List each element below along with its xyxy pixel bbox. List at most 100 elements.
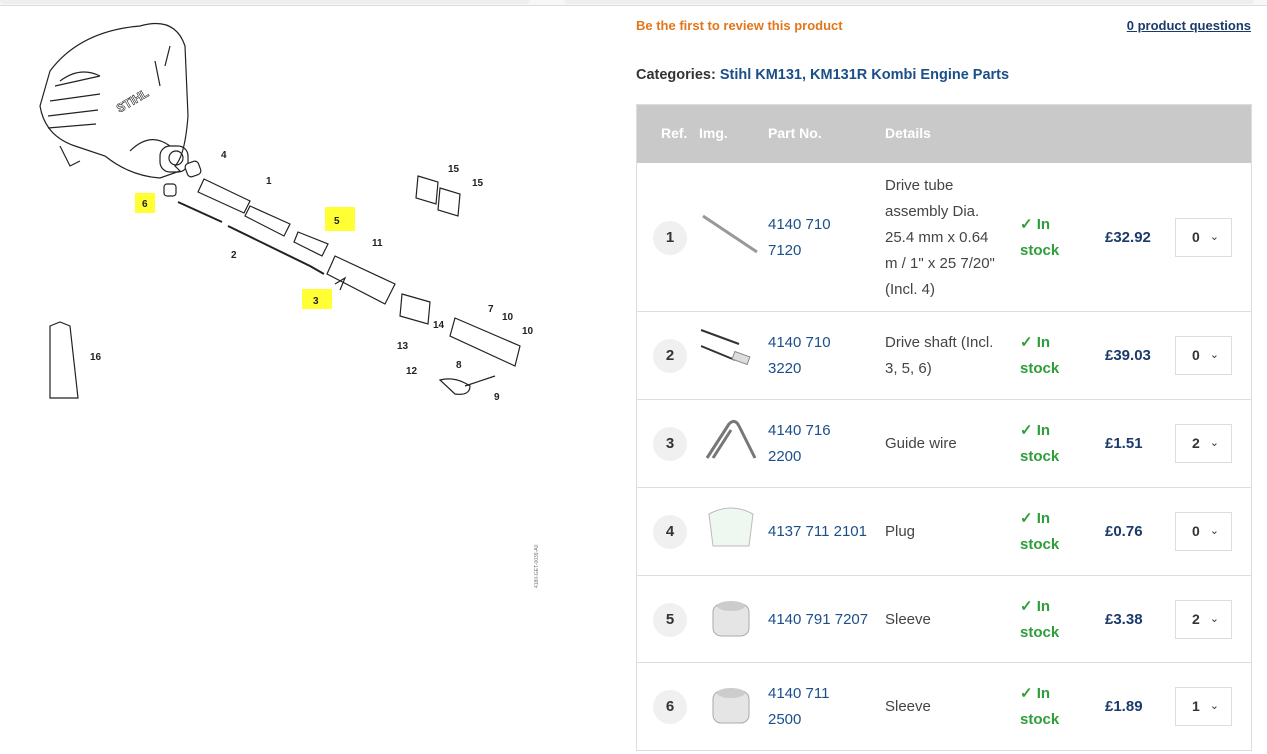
part-details: Guide wire bbox=[885, 431, 1015, 457]
svg-text:4: 4 bbox=[221, 150, 227, 161]
stock-line: stock bbox=[1020, 711, 1060, 728]
part-number-line: 4140 711 bbox=[768, 685, 830, 702]
svg-text:14: 14 bbox=[433, 320, 445, 331]
part-number-link[interactable]: 4137 711 2101 bbox=[768, 519, 878, 545]
part-details: Sleeve bbox=[885, 694, 1015, 720]
svg-text:10: 10 bbox=[522, 326, 534, 337]
category-link[interactable]: Stihl KM131, KM131R Kombi Engine Parts bbox=[719, 67, 1010, 83]
price: £3.38 bbox=[1105, 610, 1143, 628]
svg-text:9: 9 bbox=[494, 392, 500, 403]
details-line: Guide wire bbox=[885, 435, 957, 452]
svg-text:1: 1 bbox=[266, 176, 272, 187]
ref-badge: 3 bbox=[653, 427, 687, 461]
sleeve-icon bbox=[712, 600, 750, 636]
review-link[interactable]: Be the first to review this product bbox=[636, 18, 843, 33]
details-line: Drive shaft (Incl. bbox=[885, 334, 994, 351]
chevron-down-icon: ⌄ bbox=[1209, 700, 1219, 712]
stock-line: stock bbox=[1020, 241, 1060, 259]
quantity-select[interactable]: 1⌄ bbox=[1175, 687, 1232, 726]
stock-status: ✓ In stock bbox=[1020, 681, 1090, 733]
highlight-3 bbox=[302, 289, 332, 309]
quantity-select[interactable]: 2⌄ bbox=[1175, 424, 1232, 463]
stock-status: ✓ In stock bbox=[1020, 330, 1090, 382]
quantity-value: 0 bbox=[1192, 347, 1200, 363]
part-details: Plug bbox=[885, 519, 1015, 545]
parts bbox=[49, 160, 521, 399]
callout-labels: 1 2 3 4 5 6 7 8 9 10 10 11 12 13 14 15 1… bbox=[90, 150, 534, 403]
top-bar-segment bbox=[564, 0, 1254, 4]
ref-badge: 1 bbox=[653, 220, 687, 255]
top-bar bbox=[0, 0, 1267, 6]
ref-badge: 6 bbox=[653, 690, 687, 724]
product-questions-link[interactable]: 0 product questions bbox=[1126, 18, 1251, 33]
details-line: Sleeve bbox=[885, 698, 931, 715]
ref-badge: 5 bbox=[653, 602, 687, 637]
ref-badge: 2 bbox=[653, 339, 687, 373]
part-number-line: 3220 bbox=[768, 360, 802, 377]
shaft-icon bbox=[700, 329, 751, 366]
part-number-line: 2200 bbox=[768, 448, 802, 465]
details-line: Drive tube bbox=[885, 176, 954, 194]
stock-line: In bbox=[1036, 334, 1051, 351]
wire-icon bbox=[705, 419, 757, 459]
stock-line: stock bbox=[1020, 536, 1060, 553]
table-header: Ref. Img. Part No. Details bbox=[637, 105, 1251, 163]
check-icon: ✓ bbox=[1020, 334, 1033, 351]
part-number-line: 7120 bbox=[768, 241, 802, 259]
price: £1.51 bbox=[1105, 435, 1143, 452]
svg-text:10: 10 bbox=[502, 312, 514, 323]
stock-line: In bbox=[1036, 685, 1051, 702]
quantity-value: 1 bbox=[1192, 698, 1200, 714]
header-img: Img. bbox=[699, 125, 728, 141]
part-number-line: 2500 bbox=[768, 711, 802, 728]
svg-text:11: 11 bbox=[372, 238, 383, 249]
svg-text:13: 13 bbox=[397, 341, 409, 352]
details-line: Sleeve bbox=[885, 610, 931, 628]
details-line: m / 1" x 25 7/20" bbox=[885, 254, 995, 272]
stock-line: In bbox=[1036, 597, 1051, 615]
svg-text:15: 15 bbox=[472, 178, 484, 189]
part-number-line: 4140 710 bbox=[768, 334, 831, 351]
quantity-value: 2 bbox=[1192, 610, 1200, 627]
quantity-select[interactable]: 0⌄ bbox=[1175, 336, 1232, 375]
chevron-down-icon: ⌄ bbox=[1209, 349, 1219, 361]
part-number-link[interactable]: 4140 791 7207 bbox=[768, 607, 878, 633]
check-icon: ✓ bbox=[1020, 685, 1033, 702]
header-details: Details bbox=[885, 125, 931, 141]
price: £1.89 bbox=[1105, 698, 1143, 715]
sleeve-icon bbox=[712, 688, 750, 724]
part-number-line: 4140 710 bbox=[768, 215, 831, 233]
quantity-select[interactable]: 0⌄ bbox=[1175, 512, 1232, 551]
header-ref: Ref. bbox=[661, 125, 688, 141]
chevron-down-icon: ⌄ bbox=[1209, 437, 1219, 449]
part-number-link[interactable]: 4140 710 3220 bbox=[768, 330, 878, 382]
part-number-line: 4140 791 7207 bbox=[768, 610, 869, 628]
stock-line: stock bbox=[1020, 623, 1060, 641]
top-bar-segment bbox=[0, 0, 530, 4]
quantity-select[interactable]: 0⌄ bbox=[1175, 217, 1232, 257]
part-number-link[interactable]: 4140 711 2500 bbox=[768, 681, 878, 733]
chevron-down-icon: ⌄ bbox=[1209, 230, 1219, 243]
highlight-5 bbox=[325, 207, 355, 231]
quantity-value: 2 bbox=[1192, 435, 1200, 451]
part-number-link[interactable]: 4140 710 7120 bbox=[768, 212, 878, 264]
svg-text:5: 5 bbox=[334, 216, 340, 227]
highlight-6 bbox=[135, 193, 155, 213]
stock-line: stock bbox=[1020, 360, 1060, 377]
check-icon: ✓ bbox=[1020, 422, 1033, 439]
quantity-select[interactable]: 2⌄ bbox=[1175, 599, 1232, 639]
stock-line: stock bbox=[1020, 448, 1060, 465]
svg-text:8: 8 bbox=[456, 360, 462, 371]
details-line: (Incl. 4) bbox=[885, 280, 936, 298]
svg-text:12: 12 bbox=[406, 366, 418, 377]
svg-text:7: 7 bbox=[488, 304, 494, 315]
svg-text:2: 2 bbox=[231, 250, 237, 261]
svg-text:16: 16 bbox=[90, 352, 102, 363]
categories: Categories: Stihl KM131, KM131R Kombi En… bbox=[636, 67, 1009, 83]
